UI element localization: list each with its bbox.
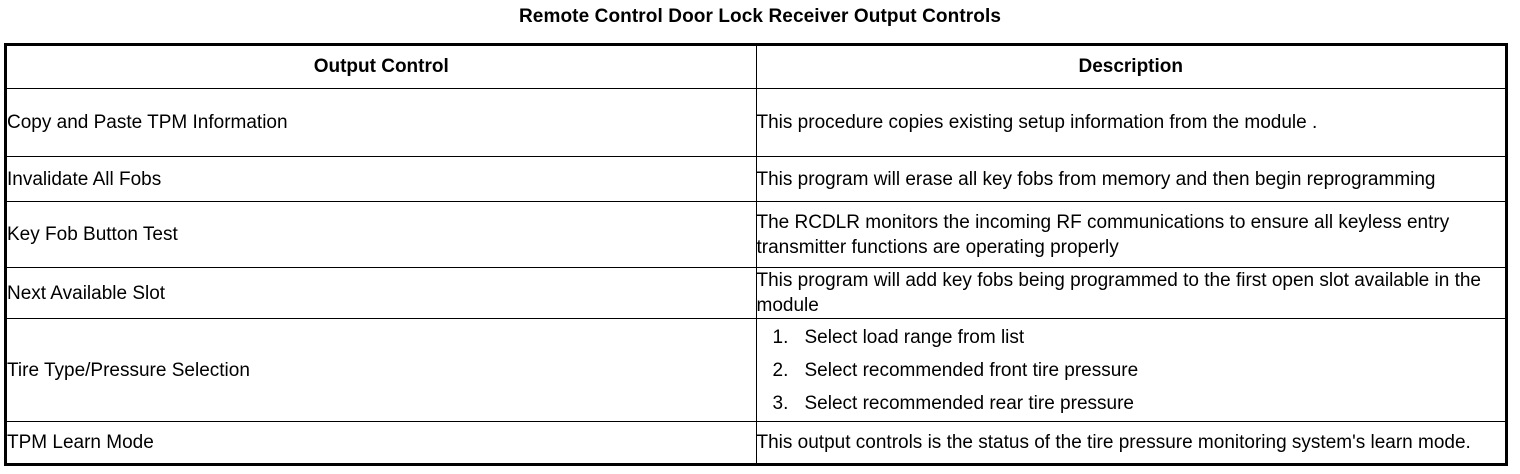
output-control-label: Copy and Paste TPM Information <box>7 112 288 133</box>
list-item: 1. Select load range from list <box>773 321 1506 354</box>
step-number: 1. <box>772 326 789 348</box>
description-text: The RCDLR monitors the incoming RF commu… <box>756 211 1455 258</box>
cell-description: This procedure copies existing setup inf… <box>755 88 1507 157</box>
output-controls-table: Output Control Description Copy and Past… <box>4 43 1508 466</box>
table-row: Copy and Paste TPM Information This proc… <box>5 88 1507 157</box>
step-text: Select load range from list <box>804 326 1025 348</box>
cell-description: The RCDLR monitors the incoming RF commu… <box>755 201 1507 268</box>
list-item: 3. Select recommended rear tire pressure <box>773 387 1506 420</box>
cell-description: This program will add key fobs being pro… <box>755 267 1507 319</box>
table-row: Key Fob Button Test The RCDLR monitors t… <box>5 201 1507 268</box>
description-text: This procedure copies existing setup inf… <box>756 112 1318 133</box>
cell-output-control: TPM Learn Mode <box>5 421 757 465</box>
page-title: Remote Control Door Lock Receiver Output… <box>518 6 1002 27</box>
cell-output-control: Key Fob Button Test <box>5 201 757 268</box>
step-text: Select recommended front tire pressure <box>804 359 1139 381</box>
column-header-output-control: Output Control <box>5 44 757 89</box>
step-number: 3. <box>772 392 789 414</box>
cell-output-control: Next Available Slot <box>5 267 757 319</box>
output-control-label: Invalidate All Fobs <box>7 168 162 190</box>
description-text: This output controls is the status of th… <box>756 432 1471 453</box>
column-header-description: Description <box>755 44 1507 89</box>
output-controls-table-container: Output Control Description Copy and Past… <box>4 43 1508 466</box>
table-row: Tire Type/Pressure Selection 1. Select l… <box>5 318 1507 422</box>
output-control-label: TPM Learn Mode <box>7 432 154 453</box>
cell-output-control: Invalidate All Fobs <box>5 156 757 202</box>
procedure-step-list: 1. Select load range from list 2. Select… <box>757 321 1506 420</box>
cell-output-control: Tire Type/Pressure Selection <box>5 318 757 422</box>
table-row: Next Available Slot This program will ad… <box>5 267 1507 319</box>
table-row: TPM Learn Mode This output controls is t… <box>5 421 1507 465</box>
list-item: 2. Select recommended front tire pressur… <box>773 354 1506 387</box>
description-text: This program will add key fobs being pro… <box>756 270 1487 316</box>
cell-description: 1. Select load range from list 2. Select… <box>755 318 1507 422</box>
table-header: Output Control Description <box>5 44 1507 89</box>
description-text: This program will erase all key fobs fro… <box>756 168 1436 190</box>
output-control-label: Tire Type/Pressure Selection <box>7 359 250 381</box>
cell-description: This program will erase all key fobs fro… <box>755 156 1507 202</box>
step-text: Select recommended rear tire pressure <box>804 392 1134 414</box>
cell-description: This output controls is the status of th… <box>755 421 1507 465</box>
table-body: Copy and Paste TPM Information This proc… <box>5 88 1507 465</box>
output-control-label: Next Available Slot <box>7 282 166 304</box>
table-row: Invalidate All Fobs This program will er… <box>5 156 1507 202</box>
table-header-row: Output Control Description <box>5 44 1507 89</box>
step-number: 2. <box>772 359 789 381</box>
cell-output-control: Copy and Paste TPM Information <box>5 88 757 157</box>
output-control-label: Key Fob Button Test <box>7 224 178 245</box>
